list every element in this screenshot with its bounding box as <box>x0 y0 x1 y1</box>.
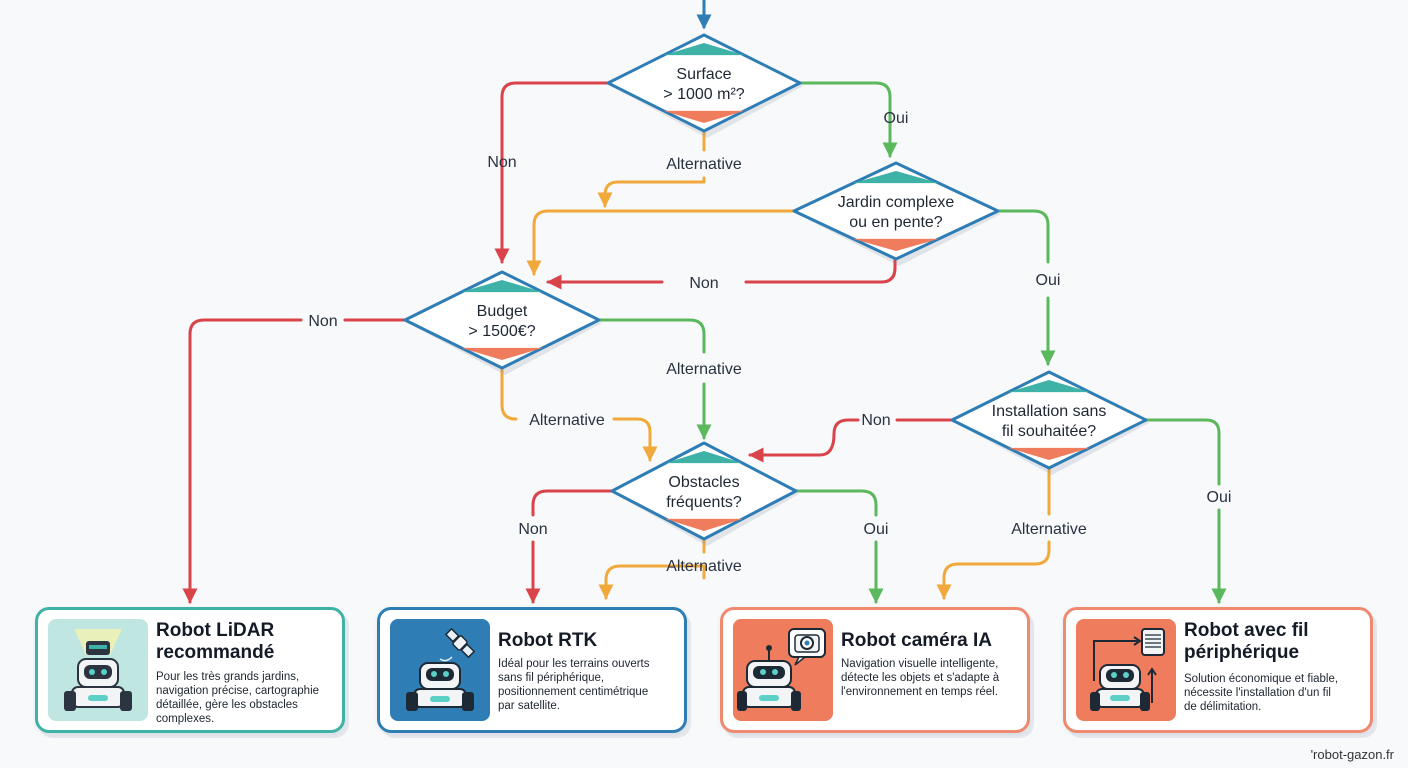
decision-surface: Surface > 1000 m²? <box>606 33 803 138</box>
edge-jardin-oui <box>996 209 1048 364</box>
lidar-robot-icon <box>48 619 148 721</box>
edge-surface-oui <box>798 81 898 158</box>
card-lidar-title-line2: recommandé <box>156 642 275 663</box>
edge-budget-alternative-green <box>597 318 704 438</box>
decision-budget-bottom-accent <box>461 347 543 360</box>
edge-label-budget-alternative-green: Alternative <box>666 361 742 378</box>
card-rtk-title-line1: Robot RTK <box>498 630 598 651</box>
card-lidar-title: Robot LiDAR recommandé <box>156 620 332 664</box>
edge-jardin-alternative <box>526 209 796 276</box>
card-rtk-desc-line2: sans fil périphérique, <box>498 672 605 684</box>
card-rtk[interactable]: Robot RTK Idéal pour les terrains ouvert… <box>377 607 687 733</box>
edge-label-budget-non: Non <box>308 313 337 330</box>
decision-budget-label-line2: > 1500€? <box>468 323 535 340</box>
decision-jardin-bottom-accent <box>853 238 939 251</box>
edge-obst-oui <box>794 489 876 602</box>
card-fil-desc: Solution économique et fiable, nécessite… <box>1184 672 1360 714</box>
decision-surface-label-line1: Surface <box>676 66 731 83</box>
card-lidar[interactable]: Robot LiDAR recommandé Pour les très gra… <box>35 607 345 733</box>
decision-budget: Budget > 1500€? <box>403 270 602 375</box>
edge-surface-non <box>494 81 610 264</box>
card-fil-title-line2: périphérique <box>1184 642 1300 663</box>
edge-budget-non <box>190 318 407 602</box>
decision-installation-top-accent <box>1008 380 1090 393</box>
decision-jardin: Jardin complexe ou en pente? <box>792 161 1001 266</box>
edge-label-obst-oui: Oui <box>864 521 889 538</box>
card-camera-desc-line3: l'environnement en temps réel. <box>841 686 998 698</box>
edge-label-surface-non: Non <box>487 154 516 171</box>
edge-label-jardin-oui: Oui <box>1036 272 1061 289</box>
card-lidar-desc-line1: Pour les très grands jardins, <box>156 671 300 683</box>
edge-label-surface-alternative: Alternative <box>666 156 742 173</box>
edge-budget-alternative-orange <box>500 366 650 460</box>
decision-installation-label-line2: fil souhaitée? <box>1002 423 1096 440</box>
card-fil-desc-line2: nécessite l'installation d'un fil <box>1184 687 1331 699</box>
decision-installation: Installation sans fil souhaitée? <box>950 370 1149 475</box>
edge-label-install-non: Non <box>861 412 890 429</box>
edge-install-alternative <box>944 466 1051 598</box>
card-rtk-desc-line3: positionnement centimétrique <box>498 686 649 698</box>
card-fil-title: Robot avec fil périphérique <box>1184 620 1360 664</box>
wire-spool-robot-icon <box>1076 619 1176 721</box>
decision-budget-top-accent <box>461 280 543 293</box>
card-rtk-title: Robot RTK <box>498 630 674 652</box>
decision-installation-label-line1: Installation sans <box>992 403 1107 420</box>
card-rtk-desc: Idéal pour les terrains ouverts sans fil… <box>498 657 674 713</box>
edge-label-install-oui: Oui <box>1207 489 1232 506</box>
edge-label-surface-oui: Oui <box>884 110 909 127</box>
card-lidar-desc-line4: complexes. <box>156 713 215 725</box>
decision-obstacles-top-accent <box>665 451 743 464</box>
card-camera[interactable]: Robot caméra IA Navigation visuelle inte… <box>720 607 1030 733</box>
decision-jardin-label-line2: ou en pente? <box>849 214 943 231</box>
edge-install-non <box>750 418 954 455</box>
edge-label-install-alternative: Alternative <box>1011 521 1087 538</box>
card-camera-title: Robot caméra IA <box>841 630 1017 652</box>
edge-obst-alternative <box>606 538 706 598</box>
satellite-robot-icon <box>390 619 490 721</box>
edge-surface-alternative <box>605 128 706 206</box>
card-fil[interactable]: Robot avec fil périphérique Solution éco… <box>1063 607 1373 733</box>
edge-label-obst-non: Non <box>518 521 547 538</box>
card-camera-desc-line1: Navigation visuelle intelligente, <box>841 658 999 670</box>
decision-surface-top-accent <box>663 43 745 56</box>
decision-obstacles-label-line2: fréquents? <box>666 494 742 511</box>
edge-label-obst-alternative: Alternative <box>666 558 742 575</box>
edge-obst-non <box>533 489 614 602</box>
card-rtk-desc-line1: Idéal pour les terrains ouverts <box>498 658 650 670</box>
decision-obstacles-label-line1: Obstacles <box>668 474 739 491</box>
card-fil-title-line1: Robot avec fil <box>1184 620 1309 641</box>
decision-budget-label-line1: Budget <box>477 303 528 320</box>
card-lidar-desc-line2: navigation précise, cartographie <box>156 685 320 697</box>
footer-site-credit: 'robot-gazon.fr <box>1310 747 1394 762</box>
card-rtk-desc-line4: par satellite. <box>498 700 561 712</box>
card-fil-desc-line3: de délimitation. <box>1184 701 1262 713</box>
card-lidar-desc: Pour les très grands jardins, navigation… <box>156 670 332 726</box>
card-lidar-desc-line3: détaillée, gère les obstacles <box>156 699 298 711</box>
decision-obstacles: Obstacles fréquents? <box>610 441 799 546</box>
card-camera-title-line1: Robot caméra IA <box>841 630 992 651</box>
card-fil-desc-line1: Solution économique et fiable, <box>1184 673 1339 685</box>
edge-jardin-non <box>548 256 897 282</box>
edge-label-budget-alternative-orange: Alternative <box>529 412 605 429</box>
decision-surface-label-line2: > 1000 m²? <box>663 86 744 103</box>
card-camera-desc-line2: détecte les objets et s'adapte à <box>841 672 1000 684</box>
card-camera-desc: Navigation visuelle intelligente, détect… <box>841 657 1017 699</box>
decision-surface-bottom-accent <box>663 110 745 123</box>
edge-install-oui <box>1144 418 1219 602</box>
edge-label-jardin-non: Non <box>689 275 718 292</box>
decision-installation-bottom-accent <box>1008 447 1090 460</box>
card-lidar-title-line1: Robot LiDAR <box>156 620 275 641</box>
decision-jardin-label-line1: Jardin complexe <box>838 194 955 211</box>
camera-robot-icon <box>733 619 833 721</box>
decision-jardin-top-accent <box>853 171 939 184</box>
decision-obstacles-bottom-accent <box>665 518 743 531</box>
